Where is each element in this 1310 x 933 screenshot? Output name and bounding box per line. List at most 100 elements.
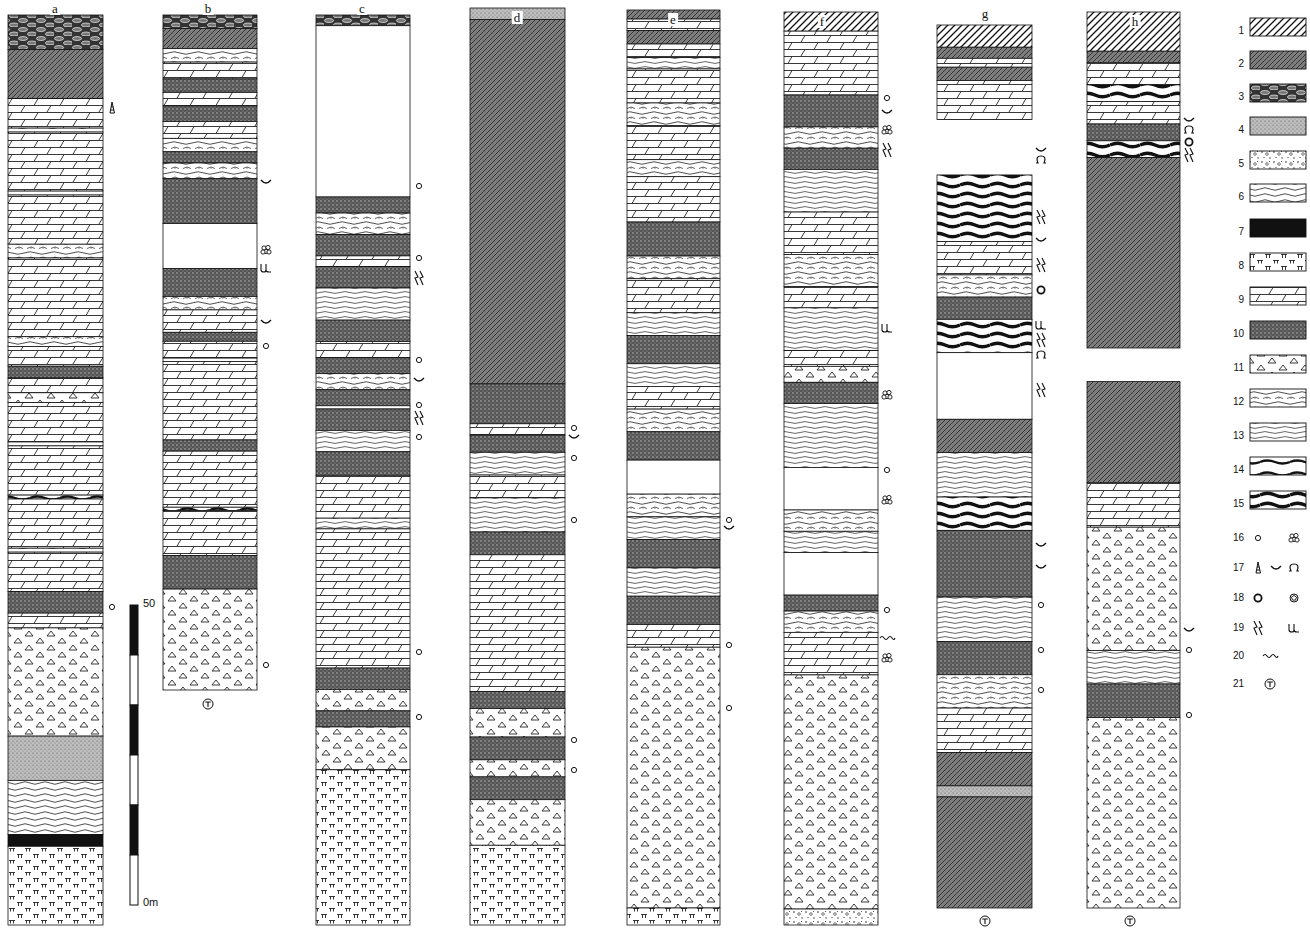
lithology-bed bbox=[1087, 382, 1180, 483]
lithology-bed bbox=[470, 532, 565, 555]
strat-column bbox=[937, 25, 1032, 908]
lithology-bed bbox=[937, 419, 1032, 452]
fossil-symbol bbox=[571, 517, 576, 522]
lithology-bed bbox=[316, 358, 410, 374]
lithology-bed bbox=[163, 106, 257, 122]
legend-number: 8 bbox=[1230, 261, 1244, 271]
column-letter: f bbox=[818, 15, 826, 28]
scale-label: 0m bbox=[143, 897, 158, 908]
legend-number: 17 bbox=[1230, 563, 1244, 573]
lithology-bed bbox=[627, 335, 720, 363]
fossil-symbol bbox=[261, 320, 271, 323]
lithology-bed bbox=[937, 297, 1032, 319]
fossil-symbol bbox=[1185, 138, 1192, 145]
legend-number: 2 bbox=[1230, 59, 1244, 69]
lithology-bed bbox=[937, 786, 1032, 797]
lithology-bed bbox=[163, 440, 257, 451]
lithology-bed bbox=[1087, 85, 1180, 102]
lithology-bed bbox=[163, 62, 257, 79]
legend bbox=[1250, 18, 1306, 689]
legend-swatch bbox=[1250, 184, 1306, 202]
fossil-symbol bbox=[1038, 647, 1043, 652]
lithology-bed bbox=[627, 432, 720, 460]
lithology-bed bbox=[627, 44, 720, 58]
fossil-symbol bbox=[1289, 624, 1299, 632]
lithology-bed bbox=[1087, 527, 1180, 650]
lithology-bed bbox=[8, 552, 103, 591]
legend-number: 15 bbox=[1230, 499, 1244, 509]
fossil-symbol bbox=[1186, 647, 1191, 652]
lithology-bed bbox=[316, 15, 410, 26]
lithology-bed bbox=[316, 518, 410, 529]
lithology-bed bbox=[937, 25, 1032, 47]
column-letter: c bbox=[357, 2, 367, 15]
fossil-symbol bbox=[1125, 916, 1135, 926]
lithology-bed bbox=[8, 613, 103, 628]
fossil-symbol bbox=[416, 183, 421, 188]
fossil-symbol bbox=[416, 255, 421, 260]
lithology-bed bbox=[470, 800, 565, 846]
lithology-bed bbox=[8, 49, 103, 98]
lithology-bed bbox=[937, 81, 1032, 120]
lithology-bed bbox=[784, 595, 878, 611]
lithology-bed bbox=[784, 169, 878, 212]
lithology-bed bbox=[627, 279, 720, 313]
legend-swatch bbox=[1250, 253, 1306, 271]
fossil-symbol bbox=[1037, 210, 1045, 224]
fossil-symbol bbox=[110, 102, 115, 113]
lithology-bed bbox=[8, 780, 103, 834]
fossil-symbol bbox=[416, 434, 421, 439]
legend-number: 11 bbox=[1230, 363, 1244, 373]
lithology-bed bbox=[316, 430, 410, 451]
lithology-bed bbox=[627, 596, 720, 624]
fossil-symbol bbox=[884, 467, 889, 472]
fossil-symbol bbox=[880, 637, 895, 640]
column-letter: h bbox=[1130, 15, 1141, 28]
lithology-bed bbox=[8, 442, 103, 446]
lithology-bed bbox=[8, 548, 103, 552]
lithology-bed bbox=[8, 378, 103, 393]
legend-number: 19 bbox=[1230, 623, 1244, 633]
lithology-bed bbox=[937, 67, 1032, 80]
lithology-bed bbox=[937, 597, 1032, 641]
lithology-bed bbox=[1087, 141, 1180, 158]
lithology-bed bbox=[316, 711, 410, 727]
fossil-symbol bbox=[1037, 333, 1045, 347]
lithology-bed bbox=[163, 138, 257, 151]
column-letter: b bbox=[203, 2, 214, 15]
legend-swatch bbox=[1250, 51, 1306, 69]
fossil-symbol bbox=[1036, 238, 1046, 241]
lithology-bed bbox=[627, 222, 720, 256]
lithology-bed bbox=[784, 611, 878, 632]
lithology-bed bbox=[1087, 684, 1180, 718]
legend-number: 5 bbox=[1230, 159, 1244, 169]
legend-number: 4 bbox=[1230, 125, 1244, 135]
lithology-bed bbox=[470, 435, 565, 452]
lithology-bed bbox=[627, 386, 720, 409]
lithology-bed bbox=[163, 224, 257, 269]
fossil-symbol bbox=[571, 737, 576, 742]
fossil-symbol bbox=[1254, 594, 1261, 601]
lithology-bed bbox=[8, 15, 103, 49]
lithology-bed bbox=[163, 79, 257, 92]
fossil-symbol bbox=[1289, 533, 1299, 542]
legend-number: 16 bbox=[1230, 533, 1244, 543]
lithology-bed bbox=[784, 909, 878, 925]
legend-swatch bbox=[1250, 151, 1306, 169]
lithology-bed bbox=[627, 409, 720, 432]
lithology-bed bbox=[163, 332, 257, 341]
lithology-bed bbox=[163, 152, 257, 163]
lithology-bed bbox=[316, 689, 410, 710]
lithology-bed bbox=[1087, 482, 1180, 527]
lithology-bed bbox=[784, 31, 878, 95]
lithology-bed bbox=[784, 350, 878, 366]
legend-number: 3 bbox=[1230, 92, 1244, 102]
lithology-bed bbox=[163, 268, 257, 296]
lithology-bed bbox=[1087, 124, 1180, 141]
lithology-bed bbox=[627, 103, 720, 126]
lithology-bed bbox=[1087, 12, 1180, 51]
lithology-bed bbox=[937, 530, 1032, 597]
lithology-bed bbox=[163, 511, 257, 556]
lithology-bed bbox=[784, 531, 878, 552]
lithology-bed bbox=[163, 49, 257, 62]
